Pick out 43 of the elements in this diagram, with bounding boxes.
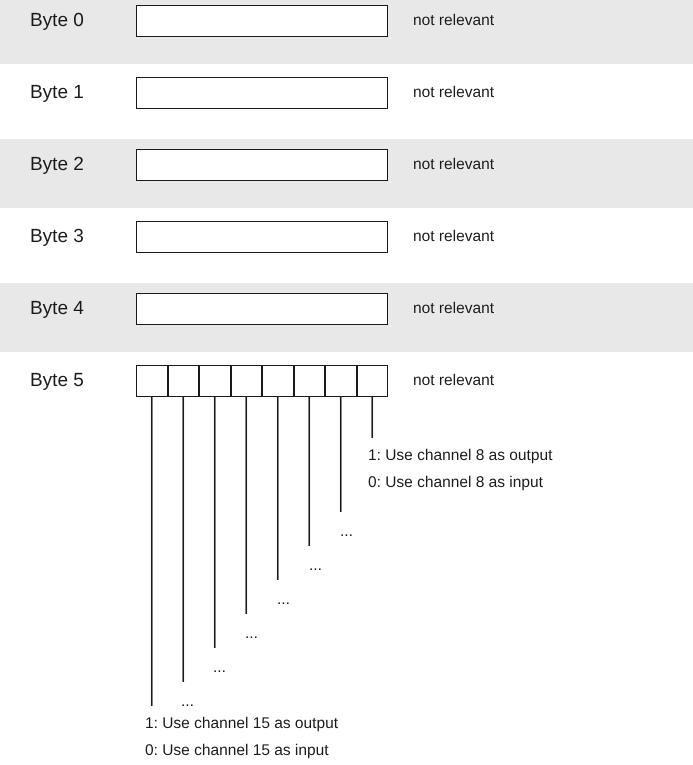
byte-field	[136, 5, 388, 37]
leader-line	[371, 397, 374, 438]
leader-line	[245, 397, 248, 614]
bit-description: 1: Use channel 8 as output	[368, 446, 554, 466]
byte-field	[136, 221, 388, 253]
leader-line	[340, 397, 342, 512]
note-text: not relevant	[413, 11, 494, 31]
bit-cell	[168, 365, 199, 397]
note-text: not relevant	[413, 155, 494, 175]
byte-label: Byte 3	[30, 226, 84, 248]
byte-label: Byte 4	[30, 298, 84, 320]
note-text: not relevant	[413, 299, 494, 319]
leader-line	[276, 397, 279, 580]
byte-field	[136, 149, 388, 181]
bit-description: 0: Use channel 15 as input	[145, 741, 330, 761]
bit-cell	[356, 365, 388, 397]
ellipsis-text: ...	[213, 658, 227, 678]
bit-cell	[136, 365, 168, 397]
bit-cell	[230, 365, 262, 397]
leader-line	[182, 397, 184, 682]
note-text: not relevant	[413, 227, 494, 247]
note-text: not relevant	[413, 371, 494, 391]
ellipsis-text: ...	[309, 556, 323, 576]
byte-field	[136, 77, 388, 109]
ellipsis-text: ...	[245, 624, 259, 644]
ellipsis-text: ...	[181, 692, 195, 712]
ellipsis-text: ...	[277, 590, 291, 610]
bit-cell	[262, 365, 294, 397]
bit-description: 0: Use channel 8 as input	[368, 473, 544, 493]
leader-line	[150, 397, 153, 706]
bit-description: 1: Use channel 15 as output	[145, 714, 340, 734]
leader-line	[308, 397, 310, 546]
byte-label: Byte 1	[30, 82, 84, 104]
bit-cell	[294, 365, 325, 397]
byte-label: Byte 5	[30, 370, 84, 392]
byte-field	[136, 293, 388, 325]
bit-cell	[325, 365, 356, 397]
byte-label: Byte 0	[30, 10, 84, 32]
bit-cell	[199, 365, 230, 397]
ellipsis-text: ...	[340, 522, 354, 542]
byte-label: Byte 2	[30, 154, 84, 176]
note-text: not relevant	[413, 83, 494, 103]
leader-line	[214, 397, 216, 648]
